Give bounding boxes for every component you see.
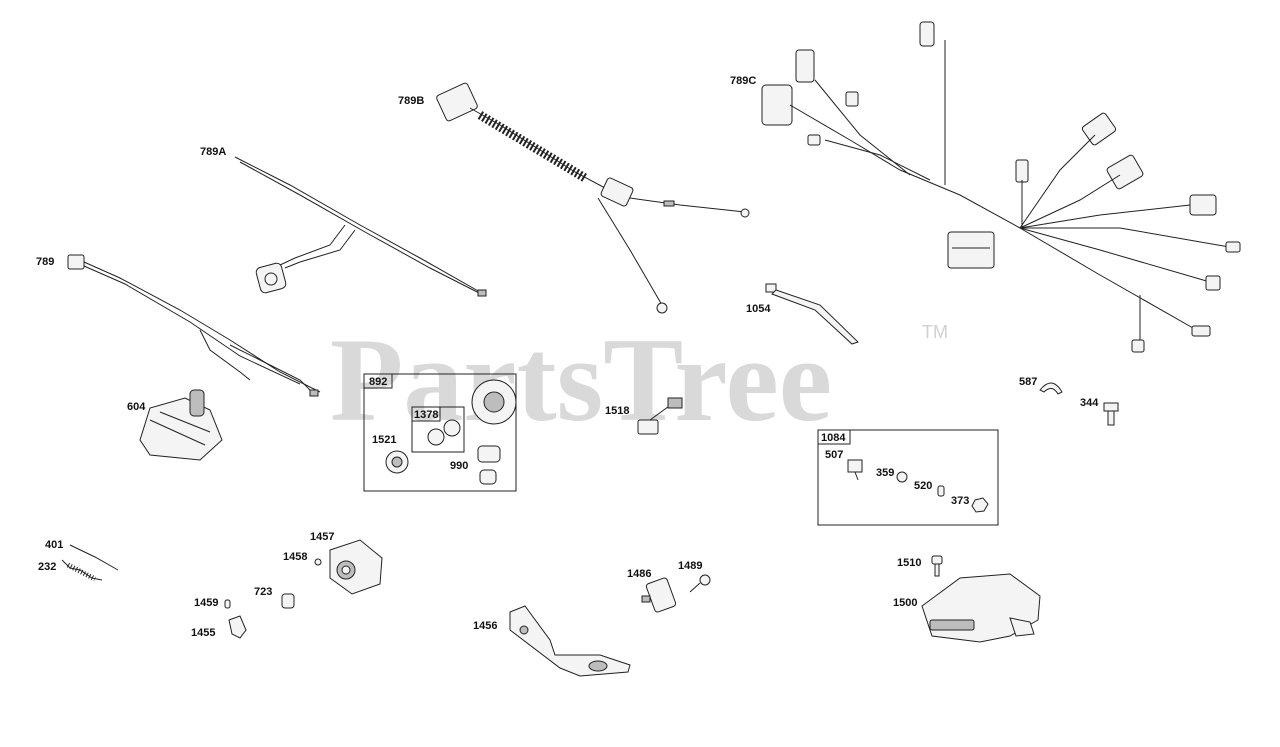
label-1459: 1459: [194, 597, 218, 609]
label-1486: 1486: [627, 568, 651, 580]
part-990[interactable]: [477, 445, 501, 485]
part-587[interactable]: [1039, 382, 1063, 395]
part-507[interactable]: [847, 459, 863, 481]
label-587: 587: [1019, 376, 1037, 388]
part-359[interactable]: [896, 471, 908, 483]
label-1458: 1458: [283, 551, 307, 563]
watermark-text: PartsTree: [330, 313, 832, 446]
part-604[interactable]: [139, 389, 223, 461]
part-1521[interactable]: [385, 450, 409, 474]
harness-789c[interactable]: [761, 21, 1241, 353]
harness-789[interactable]: [67, 254, 321, 397]
part-ignition-switch[interactable]: [471, 379, 517, 425]
label-892: 892: [369, 376, 387, 388]
label-1510: 1510: [897, 557, 921, 569]
part-520[interactable]: [937, 485, 945, 497]
part-1455[interactable]: [228, 615, 247, 639]
part-1456[interactable]: [509, 605, 631, 677]
watermark-trademark: TM: [922, 322, 948, 342]
part-1459[interactable]: [224, 599, 231, 609]
label-507: 507: [825, 449, 843, 461]
part-373[interactable]: [971, 497, 989, 513]
part-1378[interactable]: [427, 419, 461, 446]
part-344[interactable]: [1103, 402, 1119, 426]
part-1458[interactable]: [314, 558, 322, 566]
label-359: 359: [876, 467, 894, 479]
label-344: 344: [1080, 397, 1099, 409]
part-232[interactable]: [61, 559, 103, 582]
part-401[interactable]: [69, 544, 119, 571]
label-1489: 1489: [678, 560, 702, 572]
label-789c: 789C: [730, 75, 756, 87]
label-1054: 1054: [746, 303, 771, 315]
kit-box-892-tag: [363, 373, 393, 389]
part-723[interactable]: [281, 593, 295, 609]
kit-box-1084: [817, 429, 999, 526]
label-1455: 1455: [191, 627, 215, 639]
label-604: 604: [127, 401, 146, 413]
part-1489[interactable]: [689, 574, 711, 593]
label-723: 723: [254, 586, 272, 598]
part-1054[interactable]: [765, 283, 859, 345]
harness-789b[interactable]: [436, 82, 750, 314]
label-1457: 1457: [310, 531, 334, 543]
label-1518: 1518: [605, 405, 629, 417]
part-1486[interactable]: [641, 577, 677, 613]
kit-box-1378-tag: [411, 406, 441, 422]
label-373: 373: [951, 495, 969, 507]
label-401: 401: [45, 539, 63, 551]
label-1378: 1378: [414, 409, 438, 421]
label-789a: 789A: [200, 146, 226, 158]
part-1518[interactable]: [637, 397, 683, 435]
kit-box-1084-tag: [817, 429, 851, 445]
harness-789a[interactable]: [234, 156, 487, 297]
label-232: 232: [38, 561, 56, 573]
part-1500[interactable]: [921, 573, 1041, 643]
label-1084: 1084: [821, 432, 846, 444]
kit-box-892: [363, 373, 517, 492]
label-520: 520: [914, 480, 932, 492]
label-990: 990: [450, 460, 468, 472]
label-789: 789: [36, 256, 54, 268]
part-1510[interactable]: [931, 555, 943, 577]
part-1457[interactable]: [329, 539, 383, 595]
label-789b: 789B: [398, 95, 424, 107]
label-1521: 1521: [372, 434, 396, 446]
label-1456: 1456: [473, 620, 497, 632]
label-1500: 1500: [893, 597, 917, 609]
